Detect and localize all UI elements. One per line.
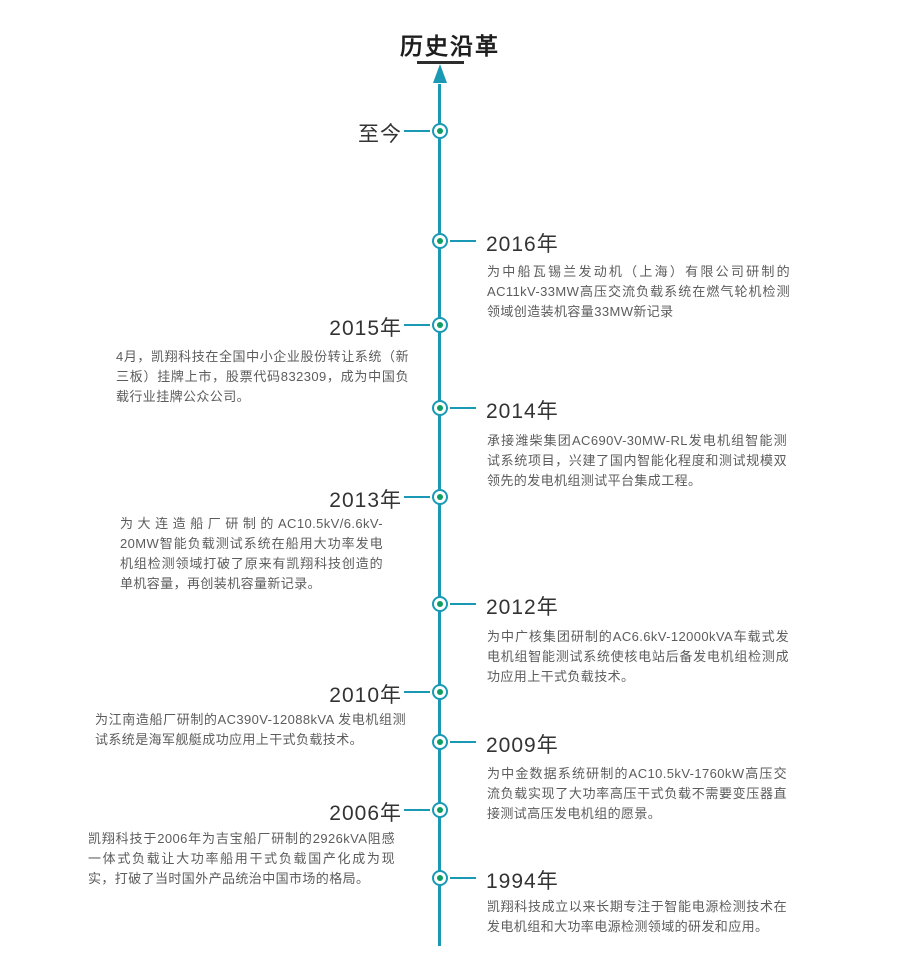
title-underline xyxy=(417,61,464,64)
timeline-node xyxy=(432,400,448,416)
timeline-node-dot xyxy=(437,128,443,134)
timeline-year-label: 2014年 xyxy=(486,400,559,423)
timeline-year-label: 2006年 xyxy=(329,802,402,825)
page-title: 历史沿革 xyxy=(400,33,500,59)
timeline-node-dot xyxy=(437,601,443,607)
timeline-connector xyxy=(404,496,430,498)
timeline-connector xyxy=(404,130,430,132)
timeline-node-dot xyxy=(437,405,443,411)
timeline-entry-text: 承接潍柴集团AC690V-30MW-RL发电机组智能测试系统项目，兴建了国内智能… xyxy=(487,433,787,488)
timeline-connector xyxy=(450,741,476,743)
timeline-node-dot xyxy=(437,739,443,745)
timeline-node-dot xyxy=(437,689,443,695)
timeline-entry-text: 为大连造船厂研制的AC10.5kV/6.6kV-20MW智能负载测试系统在船用大… xyxy=(120,516,383,591)
timeline-year-label: 2010年 xyxy=(329,684,402,707)
timeline-node xyxy=(432,317,448,333)
timeline-node-dot xyxy=(437,494,443,500)
timeline-entry-text: 为中船瓦锡兰发动机（上海）有限公司研制的AC11kV-33MW高压交流负载系统在… xyxy=(487,264,790,319)
timeline-entry-text: 4月，凯翔科技在全国中小企业股份转让系统（新三板）挂牌上市，股票代码832309… xyxy=(116,349,409,404)
timeline-node xyxy=(432,870,448,886)
timeline-entry-text: 为江南造船厂研制的AC390V-12088kVA 发电机组测试系统是海军舰艇成功… xyxy=(95,712,406,747)
timeline-year-label: 2009年 xyxy=(486,734,559,757)
timeline-node-dot xyxy=(437,238,443,244)
timeline-node xyxy=(432,684,448,700)
timeline-axis xyxy=(438,84,441,946)
timeline-year-label: 至今 xyxy=(358,123,402,146)
timeline-connector xyxy=(450,603,476,605)
timeline-node-dot xyxy=(437,875,443,881)
timeline-entry-text: 为中广核集团研制的AC6.6kV-12000kVA车载式发电机组智能测试系统使核… xyxy=(487,629,789,684)
timeline-connector xyxy=(404,809,430,811)
timeline-node-dot xyxy=(437,322,443,328)
timeline-connector xyxy=(404,324,430,326)
timeline-node xyxy=(432,734,448,750)
timeline-connector xyxy=(450,877,476,879)
timeline-node xyxy=(432,596,448,612)
timeline-node xyxy=(432,802,448,818)
timeline-entry-text: 凯翔科技于2006年为吉宝船厂研制的2926kVA阻感一体式负载让大功率船用干式… xyxy=(88,831,395,886)
timeline-year-label: 2013年 xyxy=(329,489,402,512)
timeline-year-label: 1994年 xyxy=(486,870,559,893)
timeline-connector xyxy=(404,691,430,693)
timeline-entry-text: 为中金数据系统研制的AC10.5kV-1760kW高压交流负载实现了大功率高压干… xyxy=(487,766,787,821)
timeline-arrow-up-icon xyxy=(433,64,447,83)
timeline-year-label: 2012年 xyxy=(486,596,559,619)
timeline-node xyxy=(432,489,448,505)
timeline-connector xyxy=(450,240,476,242)
timeline-year-label: 2015年 xyxy=(329,317,402,340)
timeline-node xyxy=(432,233,448,249)
timeline-node-dot xyxy=(437,807,443,813)
timeline-connector xyxy=(450,407,476,409)
timeline-node xyxy=(432,123,448,139)
timeline-year-label: 2016年 xyxy=(486,233,559,256)
timeline-entry-text: 凯翔科技成立以来长期专注于智能电源检测技术在发电机组和大功率电源检测领域的研发和… xyxy=(487,899,787,934)
